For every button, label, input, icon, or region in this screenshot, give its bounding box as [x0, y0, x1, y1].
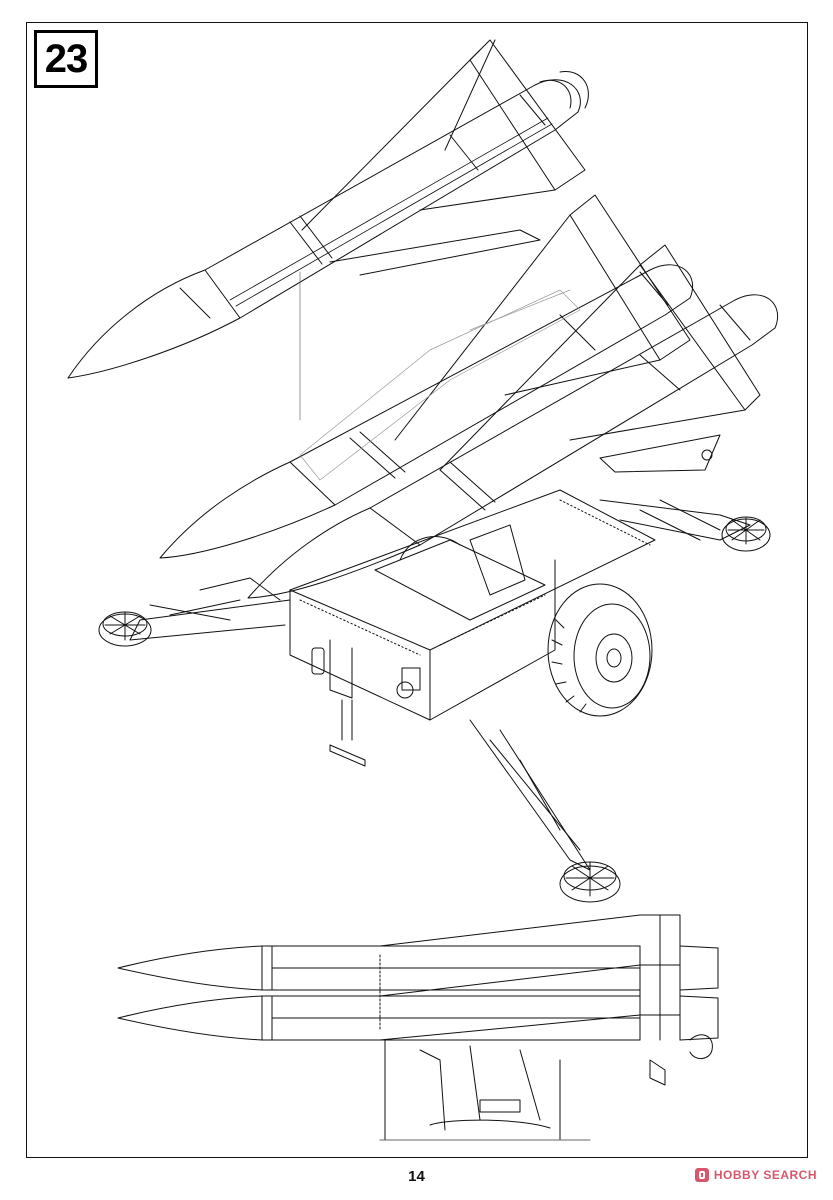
step-number: 23 — [44, 36, 88, 81]
watermark: HOBBY SEARCH — [694, 1168, 817, 1182]
missile-exploded-view — [67, 39, 589, 379]
page-frame — [26, 22, 808, 1158]
side-view-missiles — [117, 914, 719, 1141]
launcher-trailer — [98, 489, 771, 903]
foot-pad-front — [559, 861, 621, 903]
missile-pair-on-launcher — [159, 194, 779, 599]
foot-pad-right — [721, 516, 771, 552]
page-number: 14 — [408, 1168, 425, 1185]
trailer-wheel — [547, 583, 653, 717]
watermark-text: HOBBY SEARCH — [713, 1168, 817, 1182]
watermark-logo-icon — [694, 1168, 709, 1182]
step-number-box: 23 — [34, 30, 98, 88]
foot-pad-left — [98, 611, 152, 647]
